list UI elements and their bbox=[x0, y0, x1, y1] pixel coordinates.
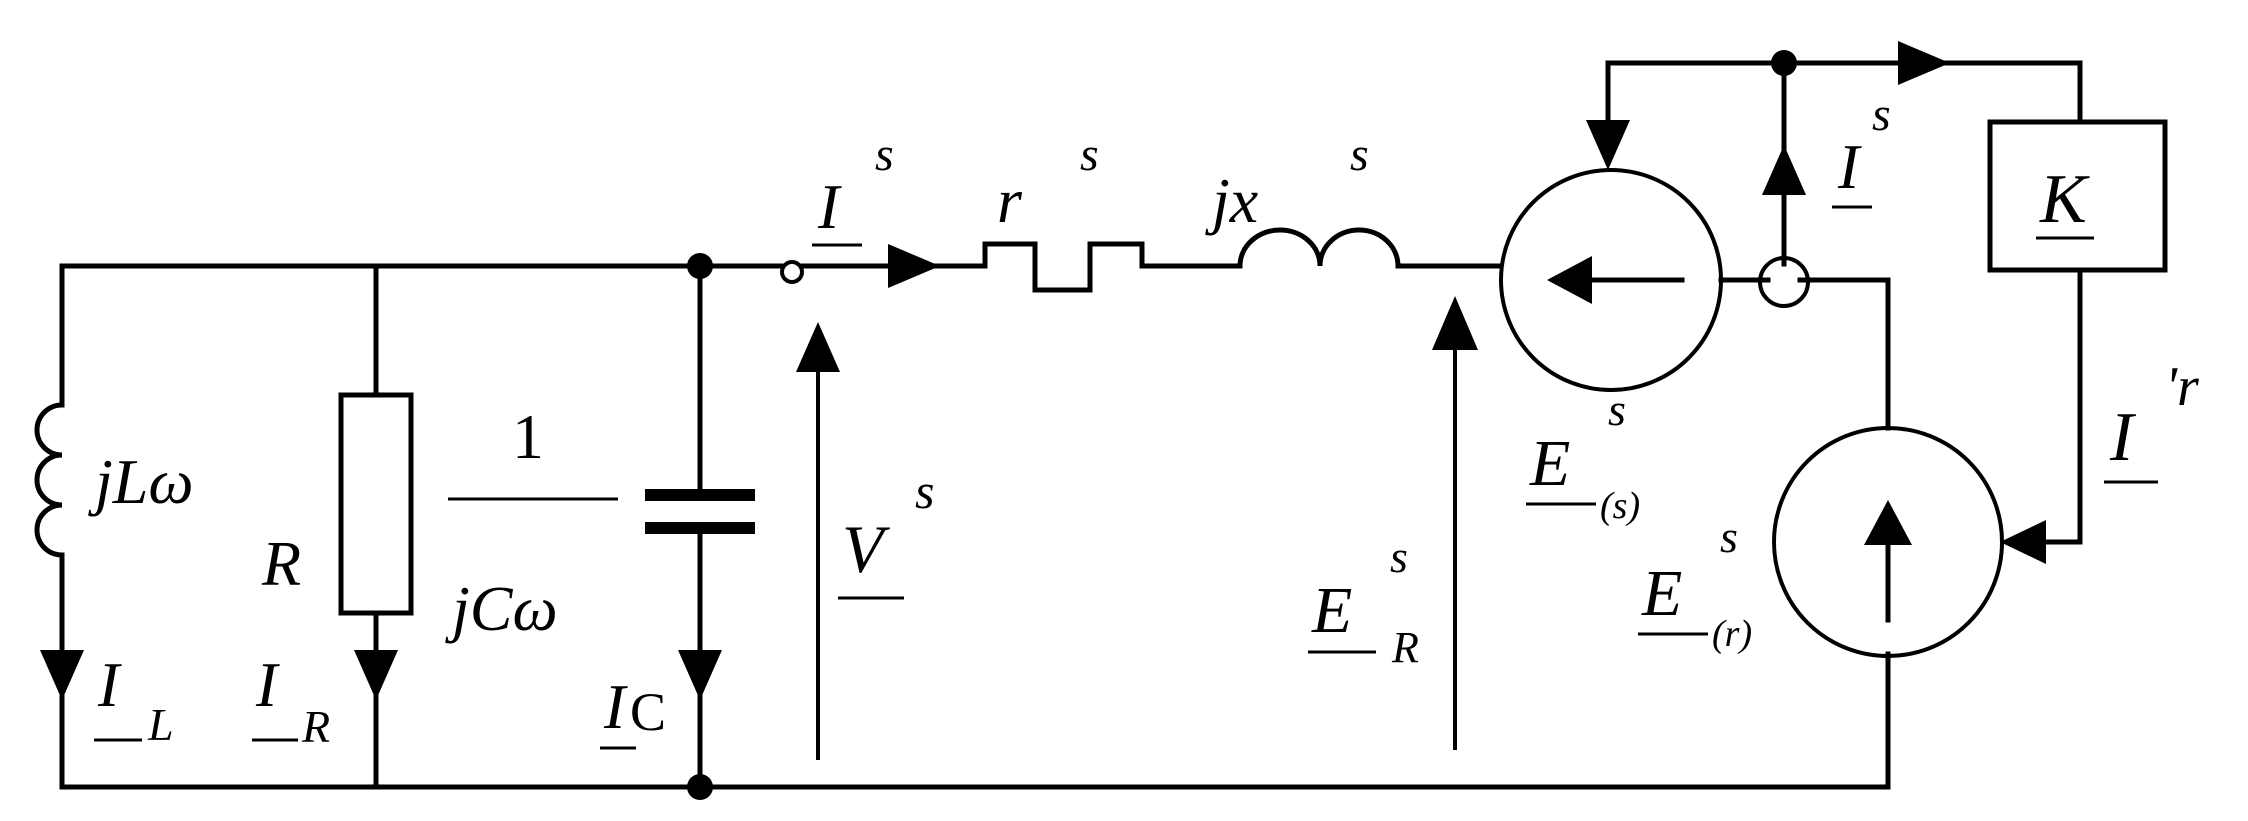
inductor-coil bbox=[34, 402, 65, 558]
vs-arrow-head bbox=[796, 322, 840, 372]
cap-numerator: 1 bbox=[512, 401, 544, 472]
il-label: I bbox=[97, 649, 122, 720]
current-sensor-circle bbox=[1758, 256, 1810, 308]
loop-down-arrow bbox=[1586, 120, 1630, 170]
top-loop-right-arrow bbox=[1898, 41, 1950, 85]
jxs-label: jx bbox=[1205, 165, 1258, 236]
ir-prime-sup: 'r bbox=[2165, 356, 2199, 418]
es-label: E bbox=[1529, 427, 1570, 500]
is-right-label: I bbox=[1837, 131, 1862, 202]
ic-arrow bbox=[678, 650, 722, 700]
k-label: K bbox=[2039, 161, 2090, 238]
err-sub: (r) bbox=[1712, 613, 1752, 655]
ir-arrow bbox=[354, 650, 398, 700]
es-sub: (s) bbox=[1600, 485, 1640, 527]
rs-label: r bbox=[997, 165, 1023, 236]
il-arrow bbox=[40, 650, 84, 700]
is-right-sup: s bbox=[1872, 88, 1891, 141]
node-bottom bbox=[687, 774, 713, 800]
rs-sup: s bbox=[1080, 128, 1099, 181]
cap-denominator: jCω bbox=[445, 573, 558, 644]
err-sup: s bbox=[1720, 511, 1738, 562]
source-es-circle bbox=[1499, 168, 1723, 392]
resistor-box bbox=[338, 392, 414, 616]
irr-label: I bbox=[255, 649, 280, 720]
rs-resistor bbox=[982, 241, 1145, 293]
er-sup: s bbox=[1390, 531, 1408, 582]
k-block bbox=[1987, 119, 2168, 273]
irr-sub: R bbox=[301, 701, 330, 752]
is-left-label: I bbox=[817, 171, 842, 242]
ic-label: I bbox=[603, 671, 628, 742]
es-sup: s bbox=[1608, 384, 1626, 435]
il-sub: L bbox=[147, 699, 174, 750]
source-es-arrow-head bbox=[1547, 256, 1592, 304]
node-loop bbox=[1771, 50, 1797, 76]
terminal-node bbox=[780, 260, 804, 284]
resistor-label: R bbox=[261, 528, 301, 599]
jxs-inductor bbox=[1237, 227, 1401, 269]
jxs-sup: s bbox=[1350, 128, 1369, 181]
source-er-arrow-head bbox=[1864, 500, 1912, 545]
ic-sub: C bbox=[630, 682, 666, 742]
node-top bbox=[687, 253, 713, 279]
er-sub: R bbox=[1391, 623, 1419, 672]
er-arrow-head bbox=[1432, 296, 1478, 350]
is-left-arrow bbox=[888, 244, 940, 288]
er-label: E bbox=[1311, 574, 1352, 647]
is-left-sup: s bbox=[875, 128, 894, 181]
ir-prime-label: I bbox=[2109, 399, 2137, 476]
vs-sup: s bbox=[915, 463, 934, 519]
err-label: E bbox=[1641, 557, 1682, 630]
loop-up-arrow bbox=[1762, 145, 1806, 195]
vs-label: V bbox=[842, 511, 891, 587]
ir-right-arrow bbox=[2000, 520, 2046, 564]
inductor-label: jLω bbox=[88, 446, 194, 517]
